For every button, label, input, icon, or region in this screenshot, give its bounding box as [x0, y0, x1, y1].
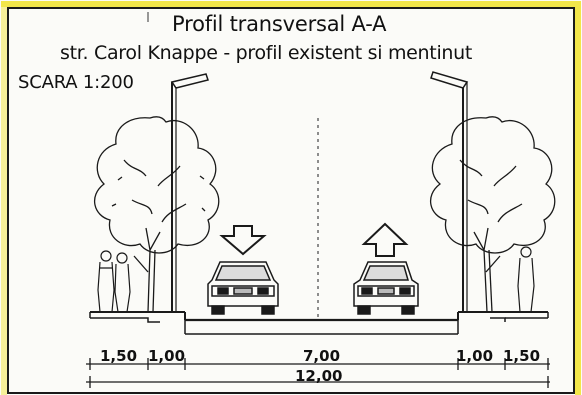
- highlight-border-left: [1, 1, 7, 395]
- left-street-lamp: [170, 73, 209, 312]
- drawing-title: Profil transversal A-A: [172, 12, 387, 36]
- dimension-right-verge: 1,00: [456, 347, 494, 365]
- dimension-lines: [86, 358, 550, 388]
- dimension-carriageway: 7,00: [303, 347, 341, 365]
- dimension-right-sidewalk: 1,50: [503, 347, 541, 365]
- right-car: [353, 261, 419, 315]
- highlight-border-top: [1, 1, 581, 7]
- road-profile: [89, 311, 549, 335]
- title-block: Profil transversal A-A str. Carol Knappe…: [0, 0, 582, 100]
- right-lane-direction-arrow: [361, 222, 409, 257]
- left-lane-direction-arrow: [219, 225, 267, 256]
- dimension-left-verge: 1,00: [148, 347, 186, 365]
- dimension-left-sidewalk: 1,50: [100, 347, 138, 365]
- right-pedestrian: [517, 246, 535, 313]
- drawing-scale: SCARA 1:200: [18, 72, 134, 93]
- drawing-subtitle: str. Carol Knappe - profil existent si m…: [60, 42, 473, 64]
- left-tree: [93, 116, 220, 313]
- left-car: [207, 261, 279, 315]
- dimension-total-width: 12,00: [295, 367, 343, 385]
- right-tree: [429, 116, 556, 313]
- highlight-border-right: [575, 1, 581, 395]
- right-street-lamp: [430, 71, 469, 312]
- left-pedestrians: [97, 250, 131, 313]
- drawing-frame: [7, 7, 575, 394]
